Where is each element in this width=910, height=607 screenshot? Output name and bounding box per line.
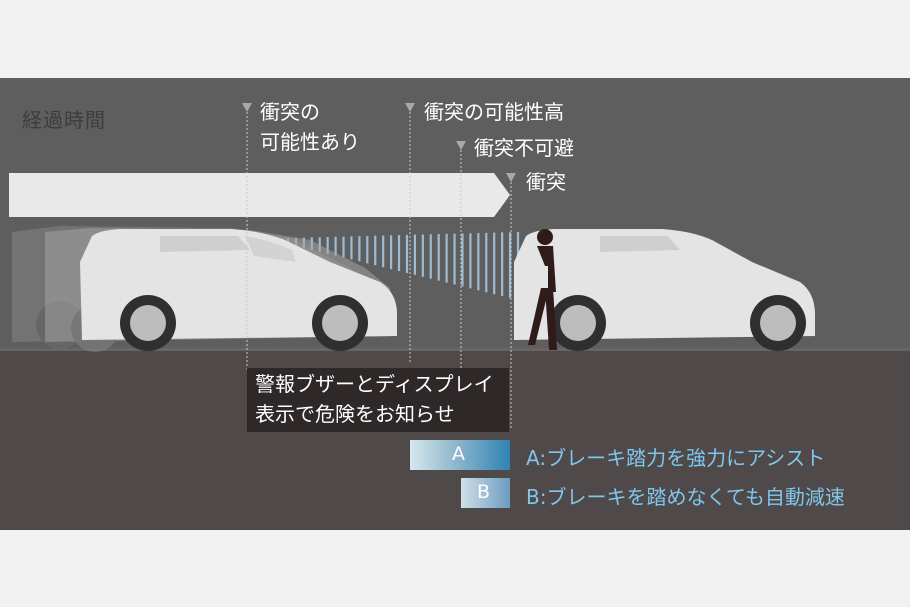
- van-warning-car: [80, 229, 397, 351]
- legend-a: A:ブレーキ踏力を強力にアシスト: [526, 446, 826, 470]
- alert-box: [247, 368, 509, 432]
- timeline-label: 経過時間: [22, 108, 106, 132]
- assist-letter-a: A: [452, 443, 465, 465]
- assist-letter-b: B: [477, 481, 491, 503]
- road-edge: [0, 348, 910, 351]
- pedestrian: [528, 229, 557, 350]
- marker-unavoidable: 衝突不可避: [474, 136, 574, 160]
- assist-box-b: [461, 478, 510, 508]
- marker-triangle-icon: [506, 173, 516, 182]
- marker-triangle-icon: [242, 103, 252, 112]
- marker-triangle-icon: [405, 103, 415, 112]
- marker-triangle-icon: [456, 141, 466, 150]
- marker-possible-collision-line1: 衝突の: [260, 100, 320, 124]
- timeline-arrow: [9, 173, 510, 217]
- alert-line1: 警報ブザーとディスプレイ: [255, 372, 494, 396]
- marker-possible-collision-line2: 可能性あり: [260, 130, 360, 154]
- marker-high-possibility: 衝突の可能性高: [424, 100, 564, 124]
- marker-collision: 衝突: [526, 170, 566, 194]
- alert-line2: 表示で危険をお知らせ: [255, 402, 455, 426]
- assist-box-a: [410, 440, 510, 470]
- van-ahead: [514, 229, 815, 351]
- legend-b: B:ブレーキを踏めなくても自動減速: [526, 485, 845, 509]
